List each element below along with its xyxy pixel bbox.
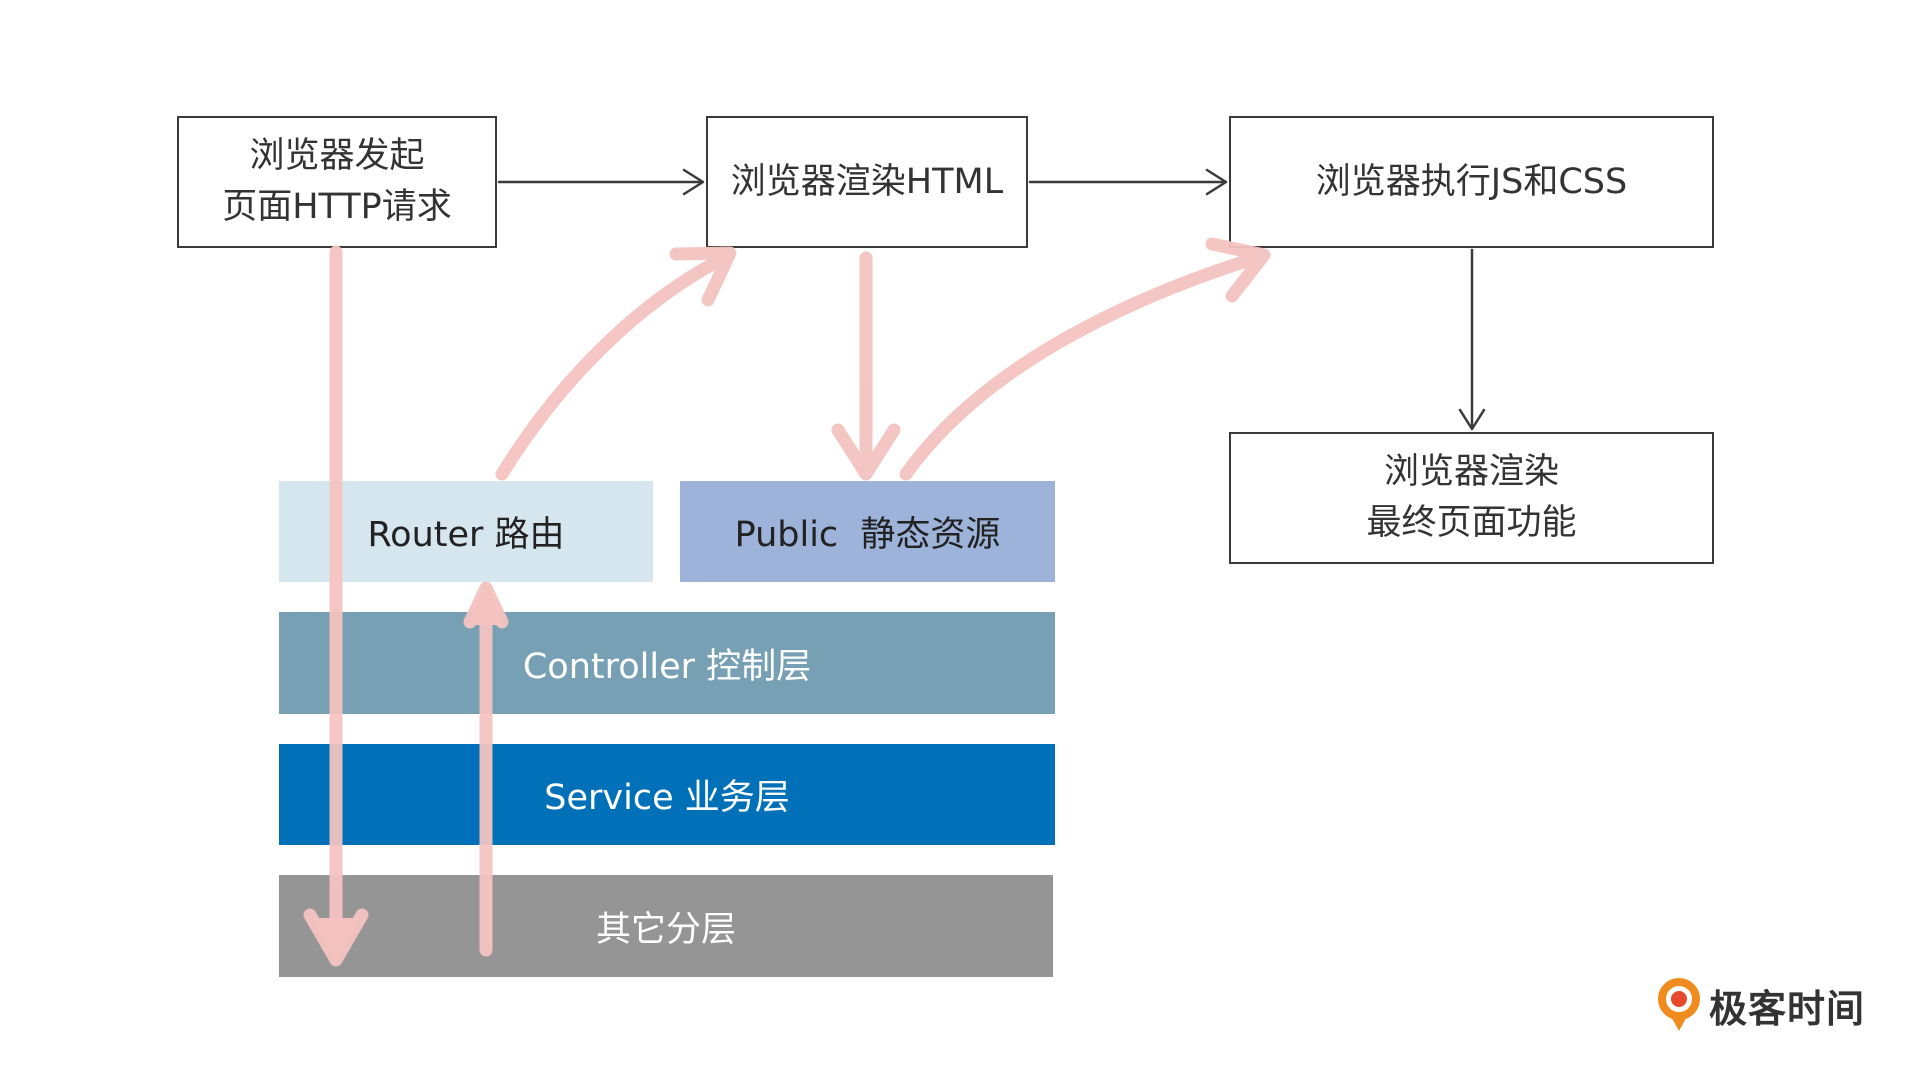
public-layer-label: Public 静态资源 [734,515,1001,555]
pink-arrow-public-to-execute [899,237,1271,481]
other-layer-label: 其它分层 [595,909,736,950]
request-box-line2: 页面HTTP请求 [222,187,452,227]
request-box-line1: 浏览器发起 [249,136,425,176]
pink-arrow-router-to-render [495,246,737,481]
request-box: 浏览器发起 页面HTTP请求 [177,116,497,248]
final-render-line1: 浏览器渲染 [1383,452,1559,492]
render-html-box: 浏览器渲染HTML [706,116,1028,248]
arrow-render-to-execute [1028,168,1228,196]
geektime-logo-icon [1658,978,1700,1031]
render-html-label: 浏览器渲染HTML [730,161,1004,202]
pink-arrow-head-up [468,582,504,625]
arrow-execute-to-final [1458,248,1486,431]
pink-arrow-other-up-to-router [463,581,509,957]
other-layer: 其它分层 [279,875,1053,977]
service-layer: Service 业务层 [279,744,1055,845]
pink-arrow-head-down [312,918,360,962]
router-layer-label: Router 路由 [367,515,565,555]
controller-layer-label: Controller 控制层 [522,646,812,687]
arrow-request-to-render [497,168,705,196]
execute-box: 浏览器执行JS和CSS [1229,116,1714,248]
execute-label: 浏览器执行JS和CSS [1315,161,1628,202]
final-render-line2: 最终页面功能 [1366,503,1577,543]
controller-layer: Controller 控制层 [279,612,1055,714]
pink-arrow-render-to-public [831,251,901,481]
public-layer: Public 静态资源 [680,481,1055,582]
service-layer-label: Service 业务层 [544,778,790,818]
geektime-logo-text: 极客时间 [1709,986,1866,1031]
geektime-logo: 极客时间 [1655,975,1865,1035]
pink-arrow-request-down [303,245,369,967]
final-render-box: 浏览器渲染 最终页面功能 [1229,432,1714,564]
